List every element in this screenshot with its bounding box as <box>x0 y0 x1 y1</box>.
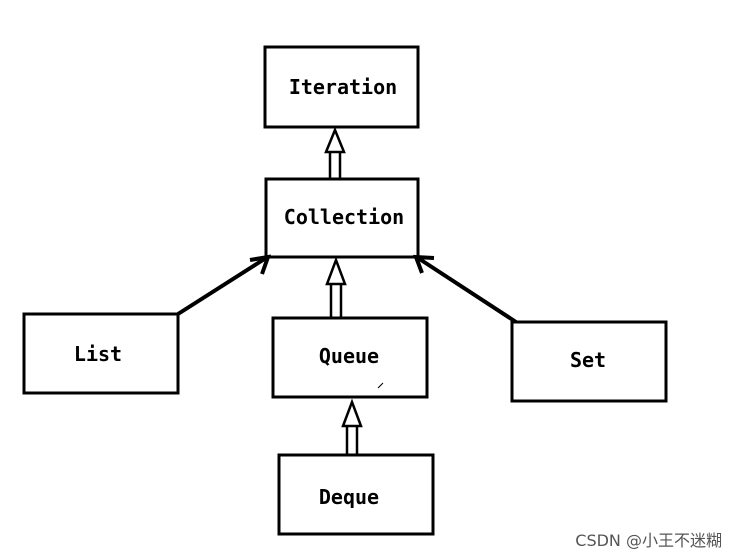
arrow-head <box>413 254 435 274</box>
node-deque-box <box>277 453 435 536</box>
arrow-head <box>341 398 363 428</box>
arrow-head <box>325 256 347 286</box>
node-queue-label: Queue <box>319 344 379 368</box>
node-list-box <box>22 312 180 395</box>
node-collection-box <box>264 177 420 259</box>
edge-list-to-collection <box>176 254 272 316</box>
arrow-head <box>324 126 346 154</box>
arrow-shaft <box>329 282 343 317</box>
node-collection-label: Collection <box>284 205 404 229</box>
node-queue-box <box>271 316 429 399</box>
node-set-label: Set <box>570 348 606 372</box>
arrow-line <box>416 256 518 324</box>
node-deque: Deque <box>277 453 435 536</box>
node-list-label: List <box>74 342 122 366</box>
edge-deque-to-queue <box>341 398 363 454</box>
arrow-shaft <box>328 150 342 178</box>
node-deque-label: Deque <box>319 485 379 509</box>
edge-collection-to-iteration <box>324 126 346 178</box>
node-set: Set <box>510 320 668 403</box>
node-queue: Queue <box>271 316 429 399</box>
arrow-line <box>176 256 268 316</box>
edge-queue-to-collection <box>325 256 347 317</box>
node-iteration-label: Iteration <box>289 75 397 99</box>
node-collection: Collection <box>264 177 420 259</box>
stray-mark <box>377 382 384 389</box>
node-set-box <box>510 320 668 403</box>
edge-set-to-collection <box>413 254 518 324</box>
arrow-shaft <box>345 424 359 454</box>
node-list: List <box>22 312 180 395</box>
node-iteration-box <box>263 45 420 129</box>
arrow-head <box>249 254 272 275</box>
node-iteration: Iteration <box>263 45 420 129</box>
watermark: CSDN @小王不迷糊 <box>575 531 722 550</box>
